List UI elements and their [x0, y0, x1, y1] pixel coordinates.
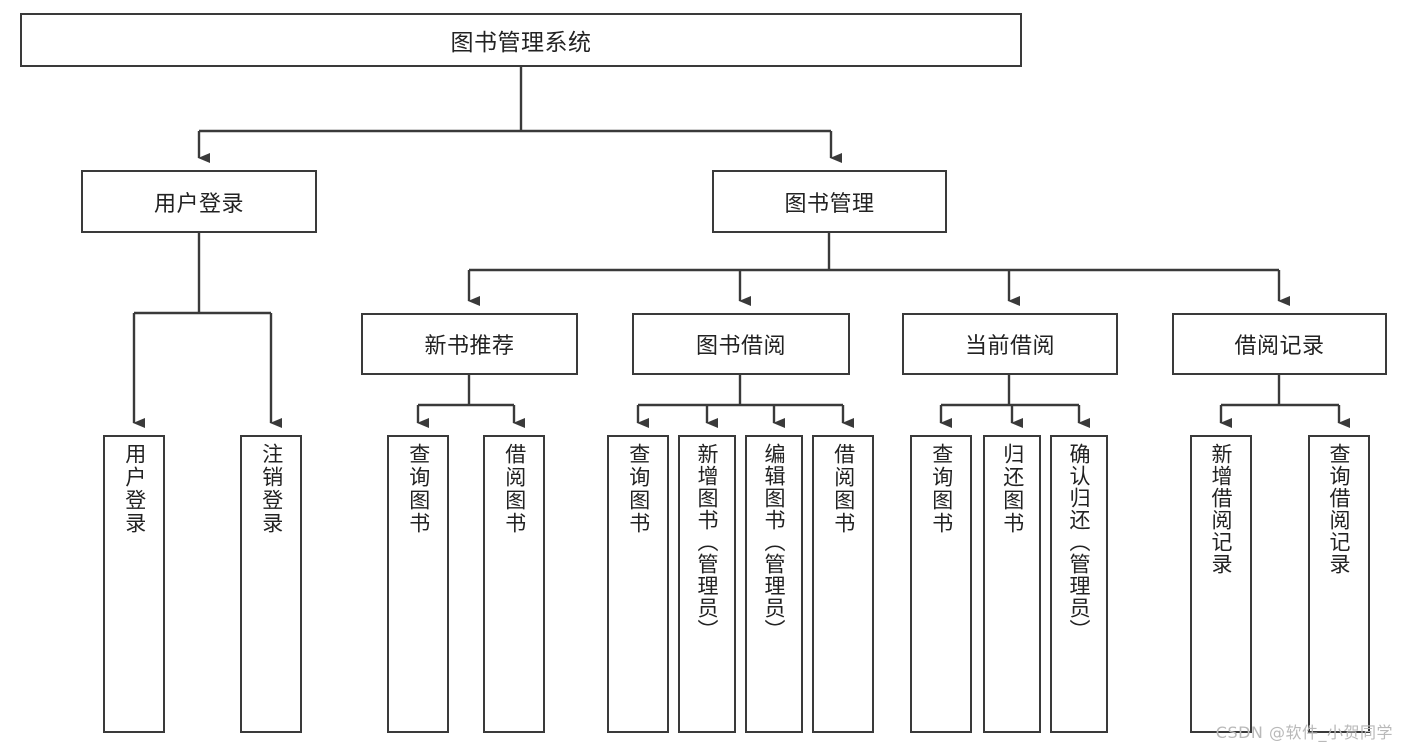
node-leaf-add-record[interactable]: 新增借阅记录	[1190, 435, 1252, 733]
node-leaf-confirm-return-label: 确认归还（管理员）	[1067, 443, 1092, 641]
node-current-borrow[interactable]: 当前借阅	[902, 313, 1118, 375]
node-new-book-rec[interactable]: 新书推荐	[361, 313, 578, 375]
node-leaf-add-book-label: 新增图书（管理员）	[695, 443, 720, 641]
node-current-borrow-label: 当前借阅	[964, 334, 1055, 359]
node-leaf-query-book-1[interactable]: 查询图书	[387, 435, 449, 733]
node-user-login[interactable]: 用户登录	[81, 170, 317, 233]
node-leaf-query-book-1-label: 查询图书	[406, 443, 431, 535]
node-user-login-label: 用户登录	[153, 191, 244, 217]
node-leaf-query-book-3[interactable]: 查询图书	[910, 435, 972, 733]
node-root-label: 图书管理系统	[450, 30, 592, 56]
node-leaf-add-record-label: 新增借阅记录	[1209, 443, 1234, 575]
node-leaf-query-book-2[interactable]: 查询图书	[607, 435, 669, 733]
node-leaf-add-book[interactable]: 新增图书（管理员）	[678, 435, 736, 733]
node-leaf-logout-label: 注销登录	[259, 443, 284, 535]
node-leaf-return-book[interactable]: 归还图书	[983, 435, 1041, 733]
node-leaf-borrow-book-1-label: 借阅图书	[502, 443, 527, 535]
node-book-manage[interactable]: 图书管理	[712, 170, 947, 233]
node-book-borrow[interactable]: 图书借阅	[632, 313, 850, 375]
node-leaf-borrow-book-2-label: 借阅图书	[831, 443, 856, 535]
node-borrow-record[interactable]: 借阅记录	[1172, 313, 1387, 375]
node-root[interactable]: 图书管理系统	[20, 13, 1022, 67]
node-book-borrow-label: 图书借阅	[695, 334, 786, 359]
node-leaf-query-record[interactable]: 查询借阅记录	[1308, 435, 1370, 733]
node-leaf-borrow-book-2[interactable]: 借阅图书	[812, 435, 874, 733]
node-book-manage-label: 图书管理	[784, 191, 875, 217]
node-leaf-query-record-label: 查询借阅记录	[1327, 443, 1352, 575]
node-leaf-query-book-3-label: 查询图书	[929, 443, 954, 535]
node-leaf-edit-book-label: 编辑图书（管理员）	[762, 443, 787, 641]
node-leaf-confirm-return[interactable]: 确认归还（管理员）	[1050, 435, 1108, 733]
node-new-book-rec-label: 新书推荐	[424, 334, 515, 359]
node-leaf-edit-book[interactable]: 编辑图书（管理员）	[745, 435, 803, 733]
node-leaf-user-login[interactable]: 用户登录	[103, 435, 165, 733]
csdn-watermark: CSDN @软件_小贺同学	[1215, 723, 1393, 742]
node-leaf-logout[interactable]: 注销登录	[240, 435, 302, 733]
node-leaf-borrow-book-1[interactable]: 借阅图书	[483, 435, 545, 733]
node-leaf-query-book-2-label: 查询图书	[626, 443, 651, 535]
node-leaf-return-book-label: 归还图书	[1000, 443, 1025, 535]
node-borrow-record-label: 借阅记录	[1234, 334, 1325, 359]
node-leaf-user-login-label: 用户登录	[122, 443, 147, 535]
